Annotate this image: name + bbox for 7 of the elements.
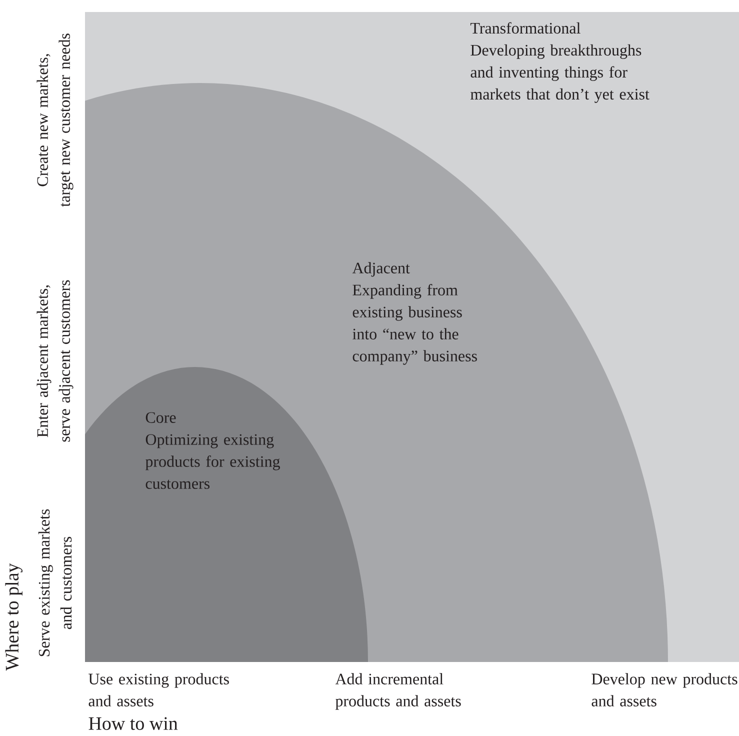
column-label: Develop new products and assets (592, 673, 738, 706)
zone-area: Core Optimizing existing products for existing customers (85, 367, 368, 662)
column-label: Add incremental products and assets (335, 673, 461, 710)
row-label: Create new markets, target new customer needs (36, 34, 74, 207)
row-label: Enter adjacent markets, serve adjacent customers (36, 280, 74, 442)
axis-title: Where to play (5, 563, 22, 671)
axis-title: How to win (88, 717, 178, 730)
